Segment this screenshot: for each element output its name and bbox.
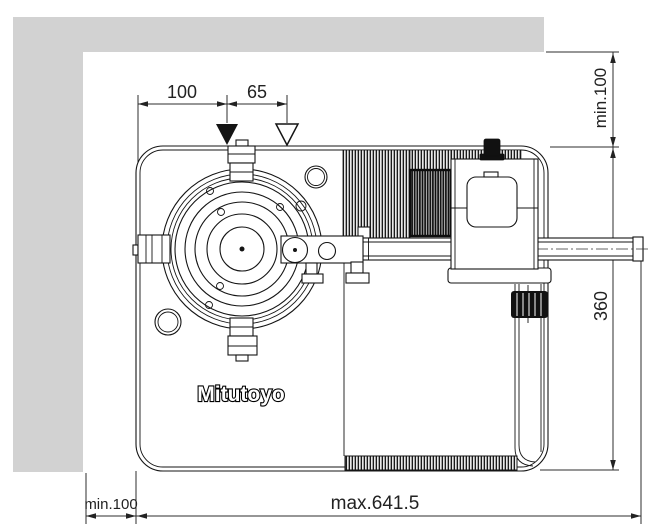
belt-cover-panel	[408, 168, 453, 238]
table-screw	[216, 282, 224, 290]
wall-surface	[13, 17, 544, 472]
datum-marker-filled-icon	[216, 124, 238, 145]
drive-unit-flange	[447, 267, 552, 284]
arrow-icon	[126, 513, 136, 519]
dim-label-min100-bottom: min.100	[84, 496, 137, 513]
dimension-annotations: 100 65 min.100 360 min.100 max.641.5	[84, 51, 642, 524]
dim-label-65: 65	[247, 82, 267, 102]
probe-arm	[280, 235, 364, 264]
table-center-dot	[239, 246, 245, 252]
table-screw	[206, 187, 214, 195]
ribbed-cover	[342, 149, 411, 239]
machine-body: Mitutoyo	[132, 123, 650, 472]
display-tab	[483, 171, 499, 178]
arrow-icon	[610, 137, 616, 147]
arrow-icon	[227, 101, 237, 107]
arrow-icon	[137, 513, 147, 519]
arrow-icon	[86, 513, 96, 519]
body-hole-top	[304, 165, 328, 189]
top-knob	[483, 138, 501, 157]
arrow-icon	[277, 101, 287, 107]
clamp-left	[132, 234, 171, 264]
table-screw	[217, 208, 225, 216]
dim-label-max6415: max.641.5	[331, 493, 420, 514]
arm-clamp-screw	[345, 261, 370, 284]
table-screw	[205, 301, 213, 309]
drive-unit	[447, 138, 552, 284]
ribbed-cover	[409, 149, 452, 171]
arm-knob-dot	[293, 248, 297, 252]
arrow-icon	[138, 101, 148, 107]
arrow-icon	[610, 53, 616, 63]
clamp-bottom	[227, 317, 258, 362]
datum-marker-open-icon	[274, 123, 300, 147]
display-window	[466, 176, 518, 228]
dim-label-100: 100	[167, 82, 197, 102]
arm-clamp-screw	[301, 262, 324, 284]
table-hole	[295, 200, 307, 212]
brand-logo: Mitutoyo	[197, 383, 284, 406]
body-hole-bottom-left	[154, 308, 182, 336]
table-screw	[276, 203, 284, 211]
arrow-icon	[610, 460, 616, 470]
ribbed-bottom-strip	[344, 455, 518, 471]
clamp-top	[227, 139, 256, 182]
dim-label-min100-top: min.100	[591, 68, 610, 128]
dim-label-360: 360	[591, 291, 611, 321]
arrow-icon	[631, 513, 641, 519]
column	[511, 284, 548, 467]
arrow-icon	[610, 148, 616, 158]
arrow-icon	[217, 101, 227, 107]
arm-knob-small	[317, 241, 337, 261]
